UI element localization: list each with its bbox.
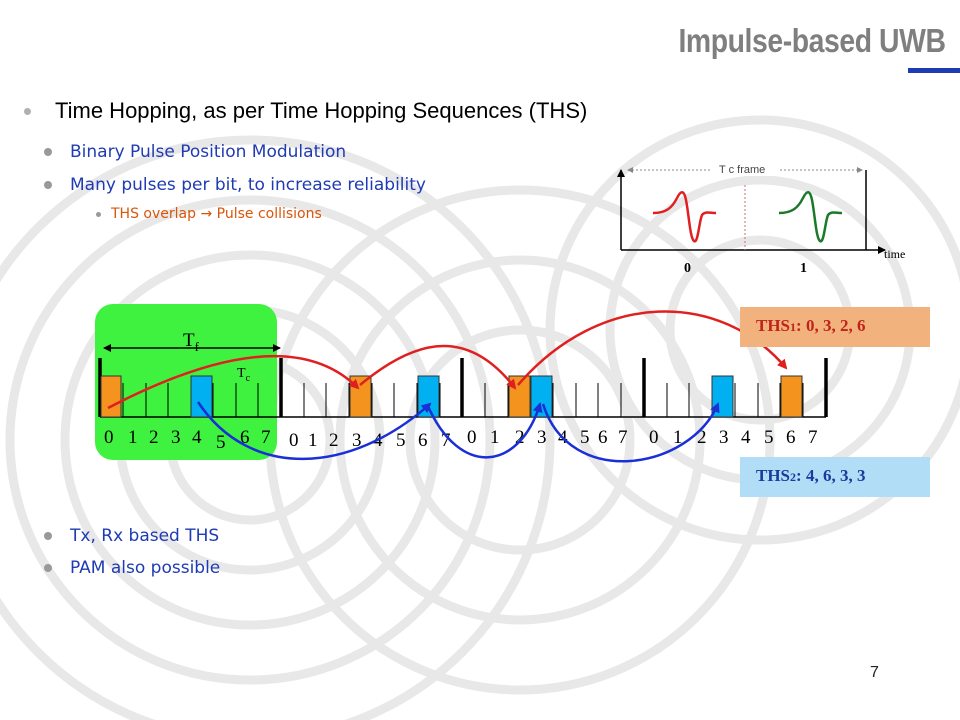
svg-text:6: 6 bbox=[598, 427, 608, 448]
svg-text:1: 1 bbox=[308, 430, 318, 451]
svg-text:6: 6 bbox=[418, 430, 428, 451]
svg-text:3: 3 bbox=[171, 427, 181, 448]
page-number: 7 bbox=[870, 664, 879, 681]
bullet-dot bbox=[44, 148, 52, 156]
svg-text:4: 4 bbox=[741, 427, 751, 448]
bullet-bppm-text: Binary Pulse Position Modulation bbox=[70, 142, 347, 162]
svg-text:5: 5 bbox=[764, 427, 774, 448]
bullet-many-pulses: Many pulses per bit, to increase reliabi… bbox=[44, 175, 426, 195]
bullet-dot bbox=[96, 211, 101, 217]
svg-text:6: 6 bbox=[786, 427, 796, 448]
highlighted-frame bbox=[95, 304, 277, 460]
svg-text:5: 5 bbox=[396, 430, 406, 451]
frame-boundaries bbox=[98, 358, 828, 417]
bullet-dot bbox=[24, 107, 31, 115]
bullet-pam: PAM also possible bbox=[44, 558, 221, 578]
inset-frame-label-bg bbox=[712, 160, 780, 176]
bullet-tx-rx-text: Tx, Rx based THS bbox=[70, 526, 220, 546]
bullet-main: Time Hopping, as per Time Hopping Sequen… bbox=[24, 98, 587, 124]
svg-text:5: 5 bbox=[580, 427, 590, 448]
svg-text:7: 7 bbox=[441, 430, 451, 451]
inset-time-label: time bbox=[884, 247, 905, 261]
bullet-tx-rx: Tx, Rx based THS bbox=[44, 526, 220, 546]
svg-text:1: 1 bbox=[490, 427, 500, 448]
svg-text:3: 3 bbox=[537, 427, 547, 448]
svg-text:7: 7 bbox=[618, 427, 628, 448]
inset-frame-label: T c frame bbox=[719, 164, 765, 176]
ths2-label: THS2: 4, 6, 3, 3 bbox=[740, 457, 930, 497]
svg-text:2: 2 bbox=[149, 427, 159, 448]
tc-label: Tc bbox=[237, 366, 251, 384]
svg-text:0: 0 bbox=[467, 427, 477, 448]
bit1-label: 1 bbox=[800, 261, 807, 276]
bullet-dot bbox=[44, 532, 52, 540]
svg-text:2: 2 bbox=[697, 427, 707, 448]
svg-text:0: 0 bbox=[649, 427, 659, 448]
bit0-pulse-waveform bbox=[652, 191, 717, 243]
svg-text:4: 4 bbox=[192, 427, 202, 448]
svg-text:2: 2 bbox=[329, 430, 339, 451]
bullet-bppm: Binary Pulse Position Modulation bbox=[44, 142, 347, 162]
ppm-inset: T c frame 0 1 time bbox=[617, 160, 905, 276]
ths1-pulse bbox=[100, 375, 122, 418]
bullet-pam-text: PAM also possible bbox=[70, 558, 221, 578]
bullet-many-pulses-text: Many pulses per bit, to increase reliabi… bbox=[70, 175, 426, 195]
ths1-pulse bbox=[780, 375, 803, 418]
bullet-ths-overlap: THS overlap → Pulse collisions bbox=[96, 206, 322, 222]
bullet-dot bbox=[44, 181, 52, 189]
svg-text:3: 3 bbox=[719, 427, 729, 448]
ths1-label: THS1: 0, 3, 2, 6 bbox=[740, 307, 930, 347]
ths2-pulse bbox=[530, 375, 553, 418]
bullet-ths-overlap-text: THS overlap → Pulse collisions bbox=[111, 206, 322, 222]
svg-text:7: 7 bbox=[808, 427, 818, 448]
svg-text:0: 0 bbox=[104, 427, 114, 448]
svg-text:2: 2 bbox=[515, 427, 525, 448]
ths2-arrows bbox=[196, 401, 720, 463]
svg-text:6: 6 bbox=[240, 427, 250, 448]
svg-text:5: 5 bbox=[216, 432, 226, 453]
bullet-dot bbox=[44, 564, 52, 572]
svg-text:1: 1 bbox=[673, 427, 683, 448]
svg-text:3: 3 bbox=[352, 430, 362, 451]
svg-text:0: 0 bbox=[289, 430, 299, 451]
svg-text:1: 1 bbox=[128, 427, 138, 448]
tf-label: Tf bbox=[183, 330, 200, 354]
bullet-main-text: Time Hopping, as per Time Hopping Sequen… bbox=[55, 98, 588, 123]
title-underline bbox=[908, 68, 960, 73]
bit0-label: 0 bbox=[684, 261, 691, 276]
svg-text:7: 7 bbox=[261, 427, 271, 448]
bit1-pulse-waveform bbox=[778, 191, 843, 243]
ths2-pulse bbox=[190, 375, 213, 418]
slide-title: Impulse-based UWB bbox=[678, 22, 946, 59]
